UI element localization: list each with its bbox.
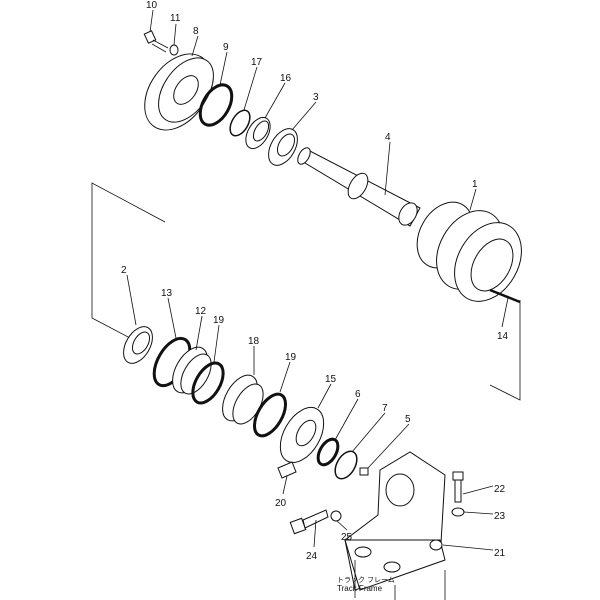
label-25: 25 [341,532,353,543]
label-4: 4 [385,132,391,143]
floating-seal-12 [172,346,212,395]
label-15: 15 [325,374,337,385]
cover-8 [144,53,214,131]
label-17: 17 [251,57,263,68]
label-24: 24 [306,551,318,562]
label-20: 20 [275,498,287,509]
roller-1 [416,201,522,302]
pin-20 [277,461,297,479]
o-ring-19b [253,392,287,438]
label-19b: 19 [285,352,297,363]
bearing-16 [245,116,271,150]
label-7: 7 [382,403,388,414]
o-ring-9 [198,83,234,127]
part-labels: 10 11 8 9 17 16 3 4 1 2 13 12 19 18 19 1… [121,0,509,593]
label-1: 1 [472,179,478,190]
shaft-4 [297,147,421,227]
plug-5 [359,467,369,476]
label-11: 11 [170,13,181,24]
leader-lines [126,9,509,551]
snap-ring-17 [229,109,251,137]
label-6: 6 [355,389,361,400]
snap-ring-7 [334,450,358,480]
label-21: 21 [494,548,506,559]
label-18: 18 [248,336,260,347]
washer-11 [169,44,179,56]
label-3: 3 [313,92,319,103]
bolt-24 [289,509,329,535]
bolt-10 [143,30,169,53]
pin-14 [489,288,521,304]
label-13: 13 [161,288,173,299]
o-ring-19a [191,361,225,405]
label-8: 8 [193,26,199,37]
collar-15 [279,407,325,463]
label-2: 2 [121,265,127,276]
bearing-3 [268,128,298,166]
label-22: 22 [494,484,506,495]
label-9: 9 [223,42,229,53]
assembly-guide-lines [91,182,521,401]
bracket-21 [344,451,446,600]
label-23: 23 [494,511,506,522]
label-10: 10 [146,0,158,11]
label-12: 12 [195,306,207,317]
label-5: 5 [405,414,411,425]
label-16: 16 [280,73,292,84]
frame-label-en: Track Frame [337,584,383,593]
bearing-2 [123,326,153,364]
washer-23 [451,507,465,517]
frame-label-jp: トラック フレーム [337,576,395,584]
washer-25 [330,510,342,522]
label-19: 19 [213,315,225,326]
bolt-22 [452,471,464,503]
label-14: 14 [497,331,509,342]
